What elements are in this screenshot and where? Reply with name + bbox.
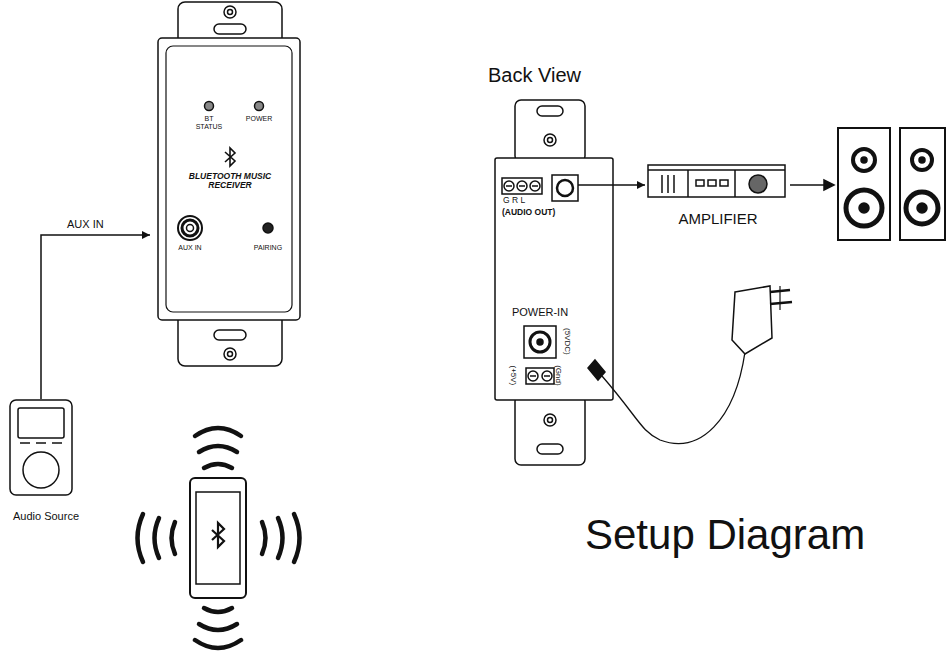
port-label: (AUDIO OUT): [502, 208, 586, 217]
button-label: PAIRING: [248, 244, 288, 252]
power-adapter: [588, 286, 792, 443]
jack-label: AUX IN: [170, 244, 210, 252]
front-wall-plate: [158, 2, 300, 366]
speaker-arrow: [790, 180, 834, 190]
bluetooth-phone: [138, 428, 300, 648]
signal-connector: [620, 184, 645, 186]
back-wall-plate-node: Back ViewG R L(AUDIO OUT)POWER-IN(5VDC)(…: [485, 62, 620, 470]
led-label: POWER: [243, 115, 275, 123]
device-label: AMPLIFIER: [648, 211, 788, 228]
front-wall-plate-node: BT STATUS POWER BLUETOOTH MUSIC RECEIVER AU…: [150, 0, 305, 368]
pin-label: (Gnd): [554, 357, 563, 393]
device-label: Audio Source: [0, 510, 92, 522]
diagram-title: Setup Diagram: [585, 512, 925, 558]
speakers: [838, 128, 945, 240]
pin-label: (+5V): [509, 357, 518, 393]
port-label: POWER-IN: [500, 306, 580, 318]
audio-player: [10, 400, 72, 495]
back-wall-plate: [495, 100, 620, 465]
product-name: BLUETOOTH MUSIC RECEIVER: [180, 172, 280, 191]
led-label: BT STATUS: [194, 115, 224, 130]
terminal-pins: G R L: [503, 196, 547, 205]
voltage-label: (5VDC): [563, 321, 572, 361]
signal-connector: [41, 235, 150, 399]
edge-label: AUX IN: [67, 218, 104, 230]
amplifier-node: AMPLIFIER: [645, 160, 790, 235]
amplifier-unit: [648, 165, 785, 197]
view-heading: Back View: [488, 64, 618, 86]
audio-source-node: Audio Source: [0, 395, 94, 530]
